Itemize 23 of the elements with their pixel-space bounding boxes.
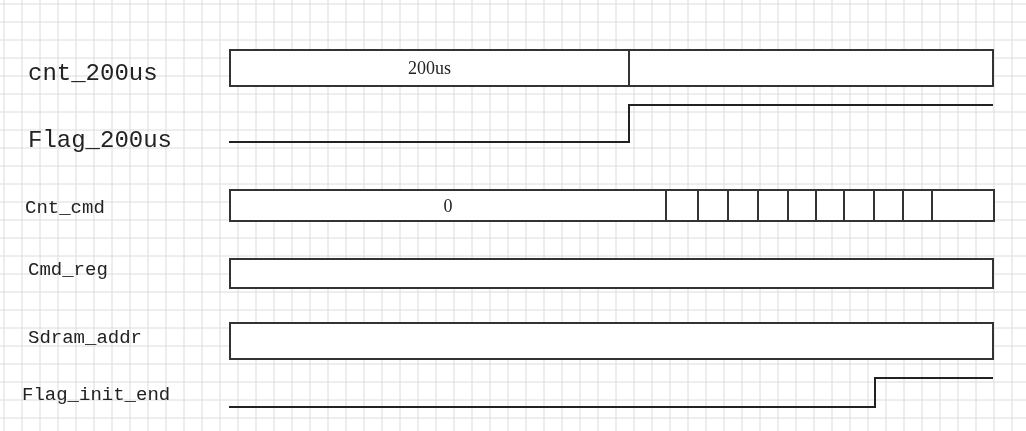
bus-segment	[727, 189, 759, 222]
bus-segment	[757, 189, 789, 222]
signal-name: Sdram_addr	[28, 329, 143, 348]
bus-segment	[787, 189, 817, 222]
bus-segment	[931, 189, 995, 222]
signal-name: Flag_200us	[28, 129, 173, 153]
bus-value-segment	[229, 189, 667, 222]
signal-name: cnt_200us	[28, 62, 158, 86]
bus-segment	[697, 189, 729, 222]
bus-segment	[843, 189, 875, 222]
bus-segment	[902, 189, 933, 222]
bus-segment	[229, 258, 994, 289]
bus-segment	[815, 189, 845, 222]
bus-segment	[873, 189, 904, 222]
bus-value: 200us	[408, 59, 451, 77]
signal-name: Flag_init_end	[22, 386, 171, 405]
bus-value-segment	[229, 49, 630, 87]
bus-segment	[229, 322, 994, 360]
signal-name: Cnt_cmd	[25, 199, 105, 218]
signal-name: Cmd_reg	[28, 261, 108, 280]
bus-segment	[628, 49, 994, 87]
bus-segment	[665, 189, 699, 222]
bus-value: 0	[443, 196, 453, 215]
